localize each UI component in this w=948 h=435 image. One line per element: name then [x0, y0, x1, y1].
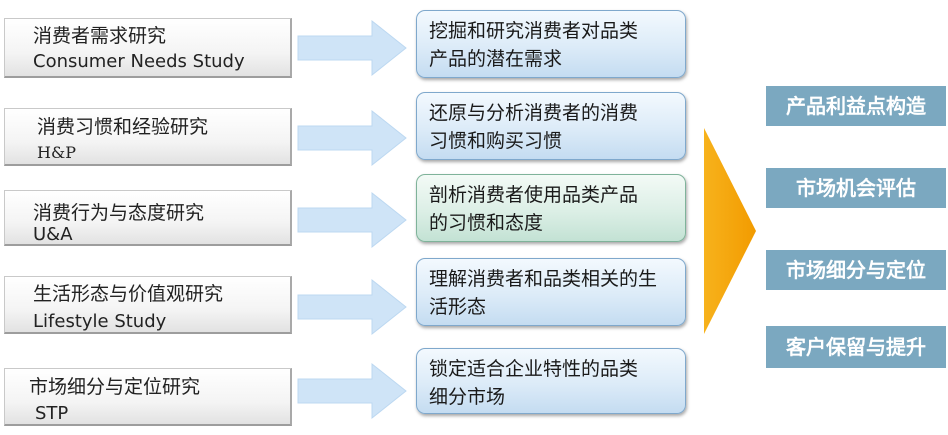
study-box-lifestyle: 生活形态与价值观研究 Lifestyle Study: [4, 276, 292, 334]
outcome-box-opportunity: 市场机会评估: [766, 168, 946, 208]
study-subtitle: Consumer Needs Study: [33, 51, 245, 72]
description-line: 活形态: [429, 296, 487, 318]
study-title: 消费行为与态度研究: [33, 202, 205, 224]
right-arrow-icon: [297, 362, 407, 420]
outcome-box-segmentation: 市场细分与定位: [766, 250, 946, 290]
study-title: 消费习惯和经验研究: [37, 116, 209, 138]
description-line: 产品的潜在需求: [429, 48, 563, 70]
study-title: 生活形态与价值观研究: [33, 283, 224, 305]
description-line: 锁定适合企业特性的品类: [429, 358, 639, 380]
outcome-box-benefit: 产品利益点构造: [766, 86, 946, 126]
study-subtitle: U&A: [33, 224, 73, 245]
description-line: 挖掘和研究消费者对品类: [429, 20, 639, 42]
description-line: 还原与分析消费者的消费: [429, 102, 639, 124]
study-box-consumer-needs: 消费者需求研究 Consumer Needs Study: [4, 18, 292, 78]
description-line: 细分市场: [429, 386, 506, 408]
description-box: 剖析消费者使用品类产品 的习惯和态度: [416, 174, 686, 242]
description-line: 习惯和购买习惯: [429, 130, 563, 152]
study-box-habits: 消费习惯和经验研究 H&P: [4, 108, 292, 166]
study-title: 消费者需求研究: [33, 25, 167, 47]
right-arrow-icon: [297, 109, 407, 167]
description-box: 还原与分析消费者的消费 习惯和购买习惯: [416, 92, 686, 160]
right-arrow-icon: [297, 191, 407, 249]
study-box-stp: 市场细分与定位研究 STP: [4, 368, 292, 426]
description-box: 锁定适合企业特性的品类 细分市场: [416, 348, 686, 414]
right-arrow-icon: [297, 278, 407, 336]
study-subtitle: Lifestyle Study: [33, 311, 167, 332]
description-line: 剖析消费者使用品类产品: [429, 184, 639, 206]
outcome-box-retention: 客户保留与提升: [766, 326, 946, 368]
description-line: 的习惯和态度: [429, 212, 544, 234]
study-title: 市场细分与定位研究: [29, 376, 201, 398]
description-box: 挖掘和研究消费者对品类 产品的潜在需求: [416, 10, 686, 78]
study-box-usage-attitude: 消费行为与态度研究 U&A: [4, 190, 292, 246]
orange-chevron-icon: [704, 128, 756, 334]
right-arrow-icon: [297, 19, 407, 77]
study-subtitle: STP: [35, 403, 69, 424]
description-line: 理解消费者和品类相关的生: [429, 268, 658, 290]
study-subtitle: H&P: [37, 143, 76, 162]
description-box: 理解消费者和品类相关的生 活形态: [416, 258, 686, 326]
